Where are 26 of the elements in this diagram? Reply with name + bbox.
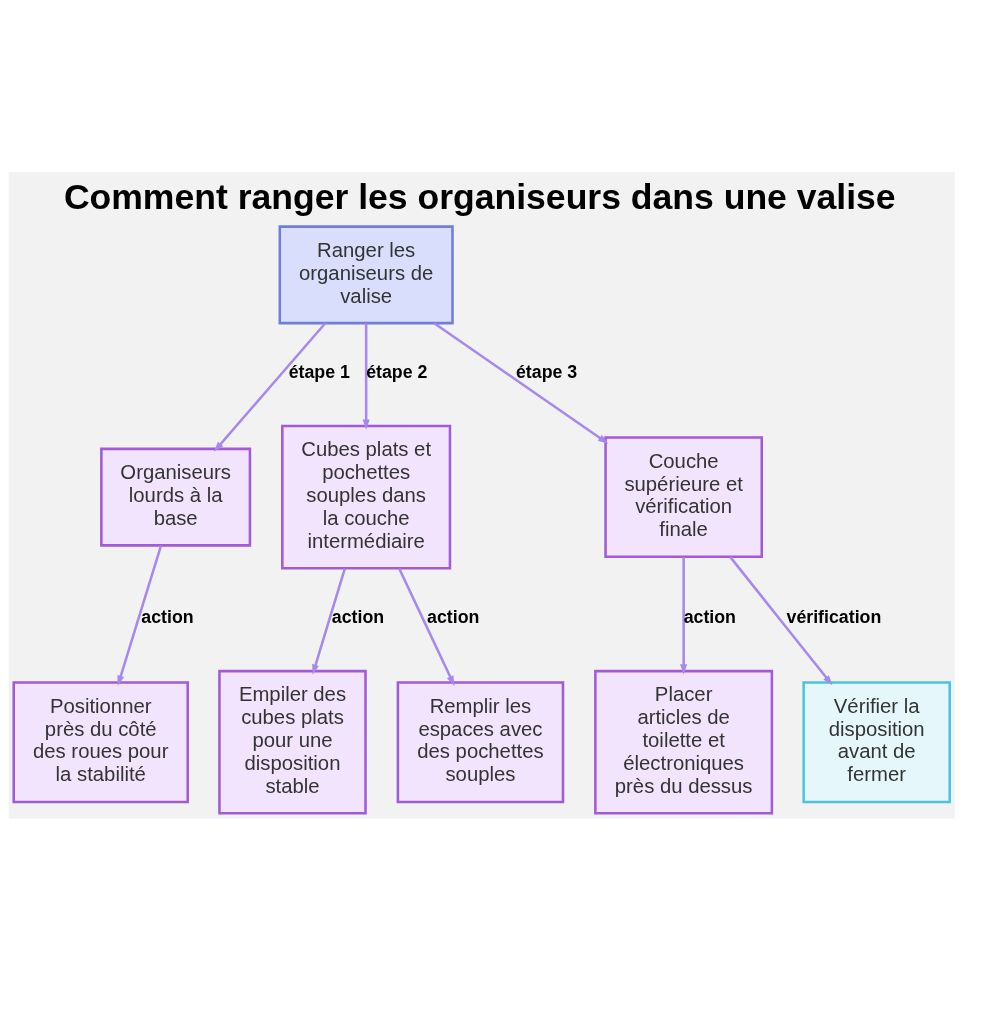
edge-label: action [141, 606, 194, 627]
node-box: Vérifier la disposition avant de fermer [802, 680, 951, 803]
node-box: Remplir les espaces avec des pochettes souples [396, 680, 565, 803]
node-box: Positionner près du côté des roues pour la stabilité [12, 680, 189, 803]
node-box: Cubes plats et pochettes souples dans la couche intermédiaire [281, 424, 452, 569]
node-box: Ranger les organiseurs de valise [278, 224, 454, 324]
edge-label: étape 1 [288, 361, 350, 382]
edge-label: étape 2 [366, 361, 428, 382]
edge-label: étape 3 [516, 361, 578, 382]
edge-label: action [331, 606, 385, 627]
arrow [398, 567, 455, 686]
arrow [362, 322, 370, 430]
arrow [433, 321, 609, 444]
node-box: Couche supérieure et vérification finale [604, 435, 763, 558]
node-box: Organiseurs lourds à la base [100, 447, 252, 547]
edge-label: action [683, 606, 736, 627]
arrow [680, 556, 688, 675]
node-box: Placer articles de toilette et électroniques près du dessus [594, 669, 774, 815]
edge-label: action [427, 606, 480, 627]
edge-label: vérification [786, 606, 882, 627]
diagram-title: Comment ranger les organiseurs dans une valise [63, 176, 896, 217]
arrow [213, 321, 327, 452]
node-box: Empiler des cubes plats pour une disposition stable [218, 669, 367, 815]
arrow [117, 544, 163, 686]
arrow [312, 567, 347, 675]
arrow [729, 555, 833, 685]
